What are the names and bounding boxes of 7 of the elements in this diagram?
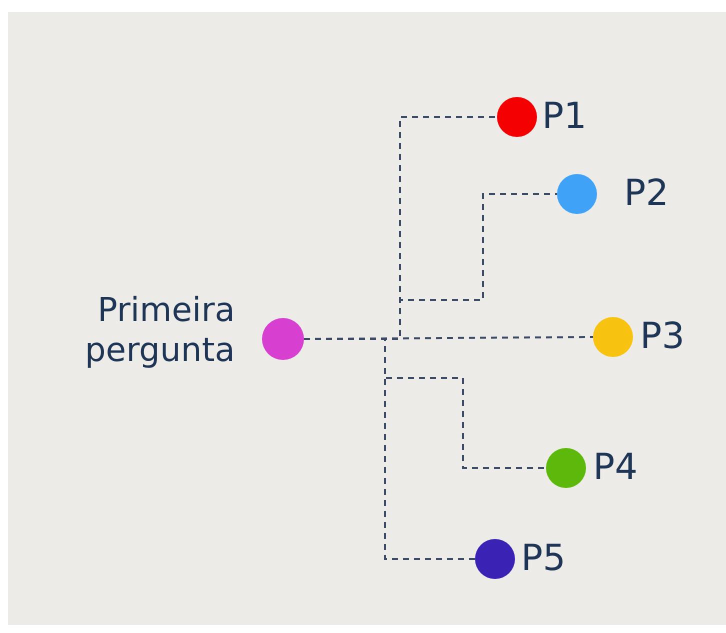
node-label: Primeira pergunta [84,290,235,370]
dashed-connector [304,338,475,560]
node-label: P4 [593,446,638,490]
node-label: P1 [542,95,587,138]
node-label: P2 [624,172,669,216]
node-label: P5 [521,537,566,580]
node-label: P3 [640,315,685,358]
